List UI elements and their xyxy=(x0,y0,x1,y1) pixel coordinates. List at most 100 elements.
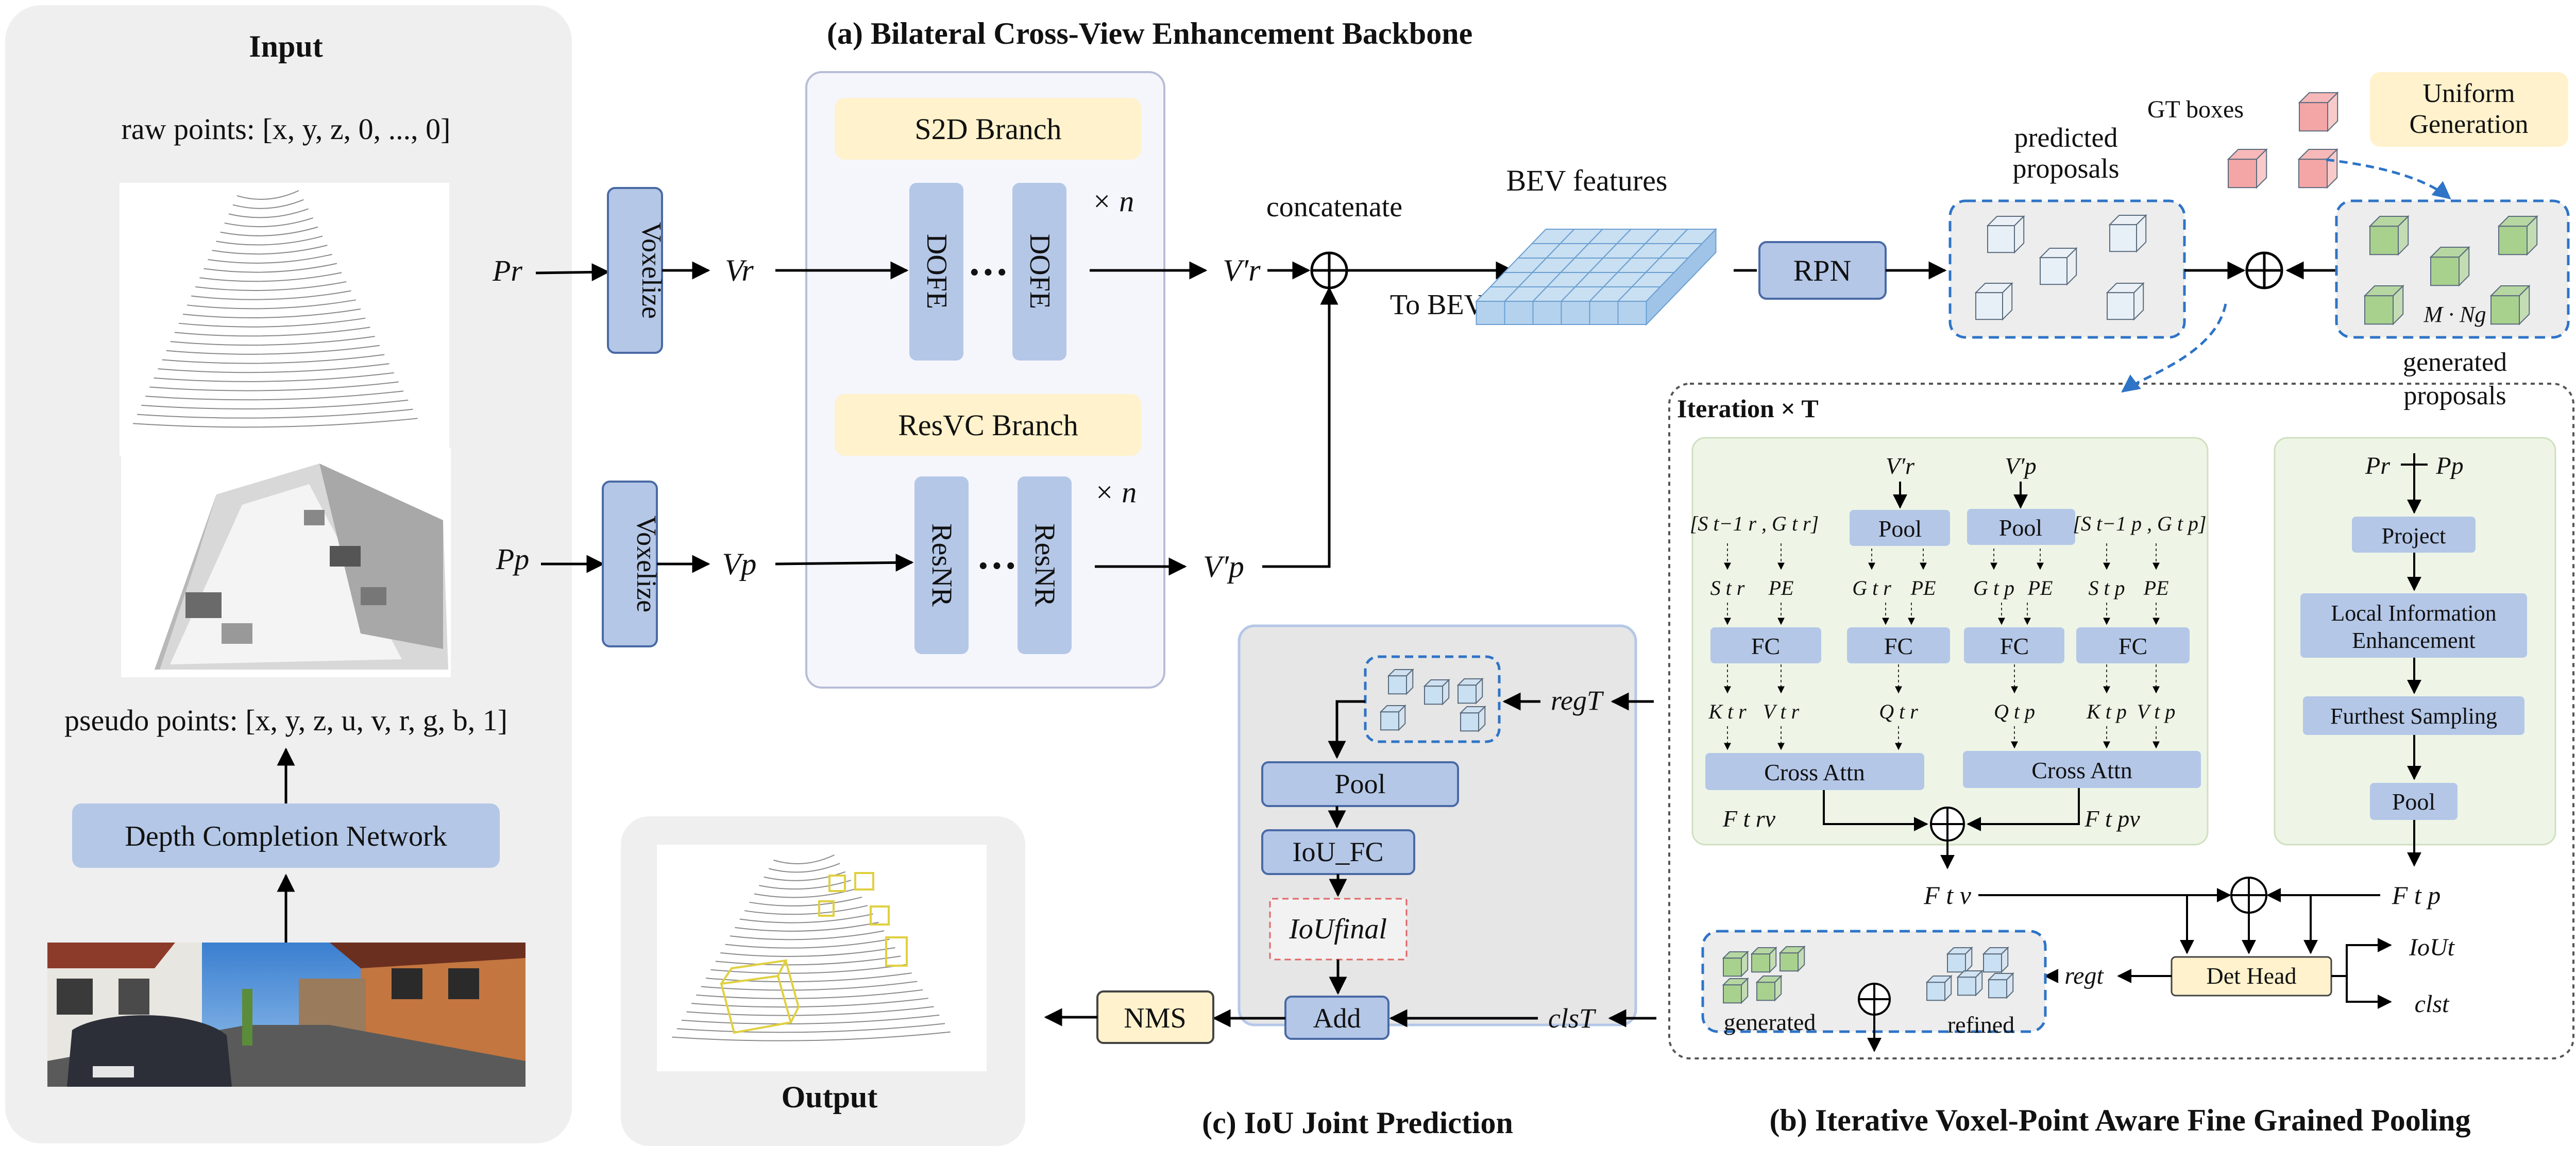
point-pp-label: Pp xyxy=(2435,452,2463,480)
pool-label-voxel-raw: Pool xyxy=(1878,516,1922,542)
pooling-small-arrows xyxy=(1724,543,2160,750)
pool-vr-prime-label: V′r xyxy=(1886,453,1915,479)
f-rv-label: F t rv xyxy=(1722,806,1776,832)
generated-proposal-cubes xyxy=(2363,215,2538,326)
arrow-vp-prime-concat xyxy=(1262,286,1338,568)
nms-label: NMS xyxy=(1124,1002,1186,1034)
lidar-scan-line xyxy=(195,281,347,291)
bev-features-grid xyxy=(1475,228,1717,326)
depth-completion-network-block xyxy=(72,803,500,868)
s2d-branch-label: S2D Branch xyxy=(914,112,1061,146)
pool-vp-prime-label: V′p xyxy=(2005,453,2036,479)
arrow-frv-merge xyxy=(1823,790,1928,831)
lidar-scan-line xyxy=(696,989,923,999)
lidar-scan-line xyxy=(739,913,873,923)
lidar-scan-line xyxy=(162,354,385,364)
arrow-proposals-pool xyxy=(1328,700,1365,759)
to-bev-label: To BEV xyxy=(1390,289,1485,321)
pr-input-label: Pr xyxy=(492,254,522,287)
lidar-scan-line xyxy=(133,418,418,428)
f-v-label: F t v xyxy=(1923,881,1971,910)
lidar-scan-line xyxy=(672,1031,951,1041)
f-pv-label: F t pv xyxy=(2084,806,2140,832)
proposal-cube xyxy=(1387,668,1414,695)
pool-block-point xyxy=(2370,783,2458,820)
add-label: Add xyxy=(1313,1003,1361,1034)
proposal-cube xyxy=(1722,977,1749,1004)
local-info-enhancement-block xyxy=(2300,593,2527,658)
gt-box-cubes xyxy=(2227,91,2339,189)
s-p-label: S t p xyxy=(2088,576,2125,600)
fc-label-4: FC xyxy=(2119,633,2147,659)
resnr-ellipsis: ··· xyxy=(976,543,1018,589)
s-p-prev-label: [S t−1 p , G t p] xyxy=(2073,512,2206,535)
output-detection-image xyxy=(657,845,987,1071)
proposal-cube xyxy=(1986,215,2025,254)
lidar-scan-line xyxy=(158,363,389,373)
dofe-label-2: DOFE xyxy=(1024,234,1056,309)
proposal-cube xyxy=(2227,148,2268,189)
proposal-cube xyxy=(2497,215,2538,256)
lidar-scan-line xyxy=(187,299,356,310)
iou-title: (c) IoU Joint Prediction xyxy=(1202,1106,1513,1140)
m-ng-label: M · Ng xyxy=(2424,302,2486,327)
pooling-title: (b) Iterative Voxel-Point Aware Fine Gra… xyxy=(1770,1103,2471,1137)
proposal-cube xyxy=(1974,282,2013,321)
bev-features-label: BEV features xyxy=(1506,164,1668,197)
g-p-label: G t p xyxy=(1973,576,2014,600)
bev-side xyxy=(1646,228,1717,326)
fc-label-1: FC xyxy=(1751,633,1780,659)
lidar-scan-line xyxy=(701,981,918,991)
v-p-label: V t p xyxy=(2137,700,2176,723)
proposal-cube xyxy=(2297,148,2338,189)
iou-pool-label: Pool xyxy=(1334,768,1385,799)
vp-prime-label: V′p xyxy=(1203,550,1244,584)
depth-completion-network-label: Depth Completion Network xyxy=(125,820,447,852)
project-label: Project xyxy=(2382,523,2446,549)
lidar-scan-line xyxy=(236,190,299,200)
det-head-label: Det Head xyxy=(2207,963,2297,989)
raw-points-label: raw points: [x, y, z, 0, ..., 0] xyxy=(122,112,451,146)
lidar-scan-line xyxy=(199,272,342,282)
project-block xyxy=(2352,517,2476,553)
lidar-scan-line xyxy=(759,880,851,890)
arrow-vp-resnr xyxy=(775,553,914,572)
lidar-scan-line xyxy=(204,263,337,273)
bev-front-cell xyxy=(1532,301,1562,325)
vr-label: Vr xyxy=(725,253,754,287)
lidar-scan-line xyxy=(154,372,394,382)
cross-attn-label-raw: Cross Attn xyxy=(1764,759,1865,785)
proposal-cube xyxy=(1379,704,1406,731)
resnr-label-2: ResNR xyxy=(1029,523,1061,607)
proposal-cube xyxy=(2489,284,2531,326)
v-r-label: V t r xyxy=(1763,700,1800,723)
lidar-scan-line xyxy=(208,253,332,264)
pe-label-2: PE xyxy=(1910,576,1936,600)
fc-block-1 xyxy=(1710,627,1821,663)
s-r-prev-label: [S t−1 r , G t r] xyxy=(1690,512,1819,535)
cls-t-label: clst xyxy=(2415,990,2450,1018)
bev-front-cell xyxy=(1504,301,1534,325)
camera-image xyxy=(47,943,526,1087)
point-pr-label: Pr xyxy=(2365,452,2390,480)
pe-label-3: PE xyxy=(2027,576,2053,600)
lidar-scan-line xyxy=(725,938,890,949)
lidar-scan-line xyxy=(220,226,318,236)
lidar-scan-line xyxy=(149,381,399,391)
resvc-branch-block xyxy=(835,394,1141,456)
lidar-scan-line xyxy=(166,345,380,355)
dofe-block-2 xyxy=(1012,183,1066,361)
furthest-sampling-block xyxy=(2303,696,2524,735)
proposal-cube xyxy=(1925,974,1953,1002)
generated-refined-merge-symbol xyxy=(1858,983,1891,1016)
reg-T-label: regT xyxy=(1551,685,1604,716)
proposal-merge-symbol xyxy=(2245,251,2283,289)
proposal-cube xyxy=(2429,246,2470,287)
proposal-cube xyxy=(1459,705,1486,732)
vp-label: Vp xyxy=(722,547,757,581)
dofe-label-1: DOFE xyxy=(921,234,953,309)
dofe-repeat-label: × n xyxy=(1092,184,1134,218)
proposal-cube xyxy=(1755,974,1783,1002)
proposal-cube xyxy=(2368,215,2410,256)
